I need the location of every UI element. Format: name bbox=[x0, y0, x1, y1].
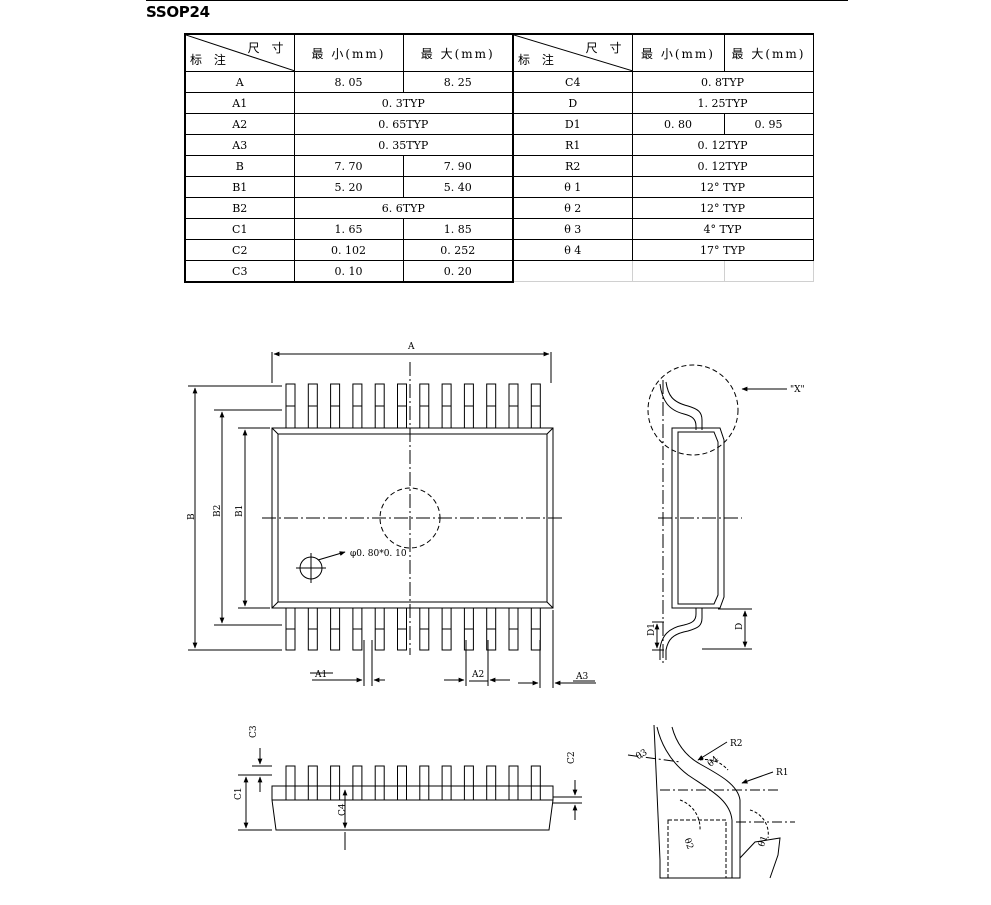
front-pin bbox=[463, 765, 474, 801]
row-label: θ 2 bbox=[512, 197, 633, 219]
r2-pointer bbox=[697, 741, 728, 761]
package-title: SSOP24 bbox=[146, 3, 210, 21]
label-A: A bbox=[407, 342, 415, 352]
label-C4: C4 bbox=[338, 803, 348, 816]
front-pin bbox=[352, 765, 363, 801]
label-C2: C2 bbox=[567, 751, 577, 764]
label-view-x: "X" bbox=[790, 385, 805, 395]
label-B: B bbox=[187, 513, 197, 520]
header-mark-label: 标 注 bbox=[518, 53, 558, 67]
header-size-label: 尺 寸 bbox=[585, 41, 626, 55]
row-typ-value: 0. 12TYP bbox=[631, 155, 814, 177]
label-theta2: θ2 bbox=[681, 837, 694, 851]
row-label: C2 bbox=[184, 239, 295, 261]
label-B2: B2 bbox=[213, 505, 223, 517]
header-max: 最 大(mm) bbox=[723, 33, 814, 72]
front-pin bbox=[285, 765, 296, 801]
label-B1: B1 bbox=[235, 505, 245, 517]
detail-x-circle bbox=[647, 364, 739, 456]
front-pin bbox=[419, 765, 430, 801]
row-typ-value: 0. 35TYP bbox=[293, 134, 514, 156]
top-pins bbox=[285, 383, 541, 429]
label-C1: C1 bbox=[234, 787, 244, 800]
header-size-label: 尺 寸 bbox=[247, 41, 288, 55]
header-max: 最 大(mm) bbox=[402, 33, 514, 72]
row-typ-value: 17° TYP bbox=[631, 239, 814, 261]
front-pin bbox=[508, 765, 519, 801]
front-body bbox=[271, 785, 554, 831]
label-A3: A3 bbox=[575, 672, 588, 682]
detail-view bbox=[627, 724, 795, 879]
front-pin bbox=[486, 765, 497, 801]
label-C3: C3 bbox=[249, 725, 259, 738]
label-A1: A1 bbox=[314, 670, 327, 680]
front-pin bbox=[330, 765, 341, 801]
body-inner-outline bbox=[277, 433, 548, 603]
top-view bbox=[188, 351, 596, 688]
row-typ-value: 12° TYP bbox=[631, 176, 814, 198]
label-theta3: θ3 bbox=[635, 748, 650, 762]
label-theta4: θ4 bbox=[706, 754, 721, 769]
row-typ-value: 4° TYP bbox=[631, 218, 814, 240]
front-pin bbox=[374, 765, 385, 801]
header-diagonal-cell: 尺 寸 标 注 bbox=[512, 33, 633, 72]
front-pins bbox=[285, 765, 541, 801]
table-row-empty bbox=[512, 260, 814, 282]
r1-pointer bbox=[741, 771, 774, 784]
front-view bbox=[238, 748, 582, 850]
label-D1: D1 bbox=[647, 623, 657, 636]
row-typ-value: 0. 8TYP bbox=[631, 71, 814, 93]
empty-cell bbox=[723, 260, 814, 282]
front-pin bbox=[530, 765, 541, 801]
label-A2: A2 bbox=[471, 670, 484, 680]
header-mark-label: 标 注 bbox=[190, 53, 230, 67]
label-hole: φ0. 80*0. 10 bbox=[350, 549, 407, 559]
row-max-value: 0. 252 bbox=[402, 239, 514, 261]
header-rule bbox=[146, 0, 848, 1]
row-max-value: 7. 90 bbox=[402, 155, 514, 177]
row-typ-value: 6. 6TYP bbox=[293, 197, 514, 219]
row-min-value: 0. 102 bbox=[293, 239, 404, 261]
label-R2: R2 bbox=[730, 739, 743, 749]
label-R1: R1 bbox=[776, 768, 789, 778]
bottom-pins bbox=[285, 607, 541, 651]
label-theta1: θ1 bbox=[757, 834, 770, 848]
header-diagonal-cell: 尺 寸 标 注 bbox=[184, 33, 295, 72]
diagonal-line bbox=[186, 35, 295, 71]
label-D: D bbox=[735, 623, 745, 630]
front-pin bbox=[441, 765, 452, 801]
front-pin bbox=[397, 765, 407, 801]
diagonal-line bbox=[514, 35, 633, 71]
exposed-pad-circle bbox=[379, 487, 441, 549]
front-pin bbox=[307, 765, 318, 801]
side-view bbox=[647, 364, 787, 665]
